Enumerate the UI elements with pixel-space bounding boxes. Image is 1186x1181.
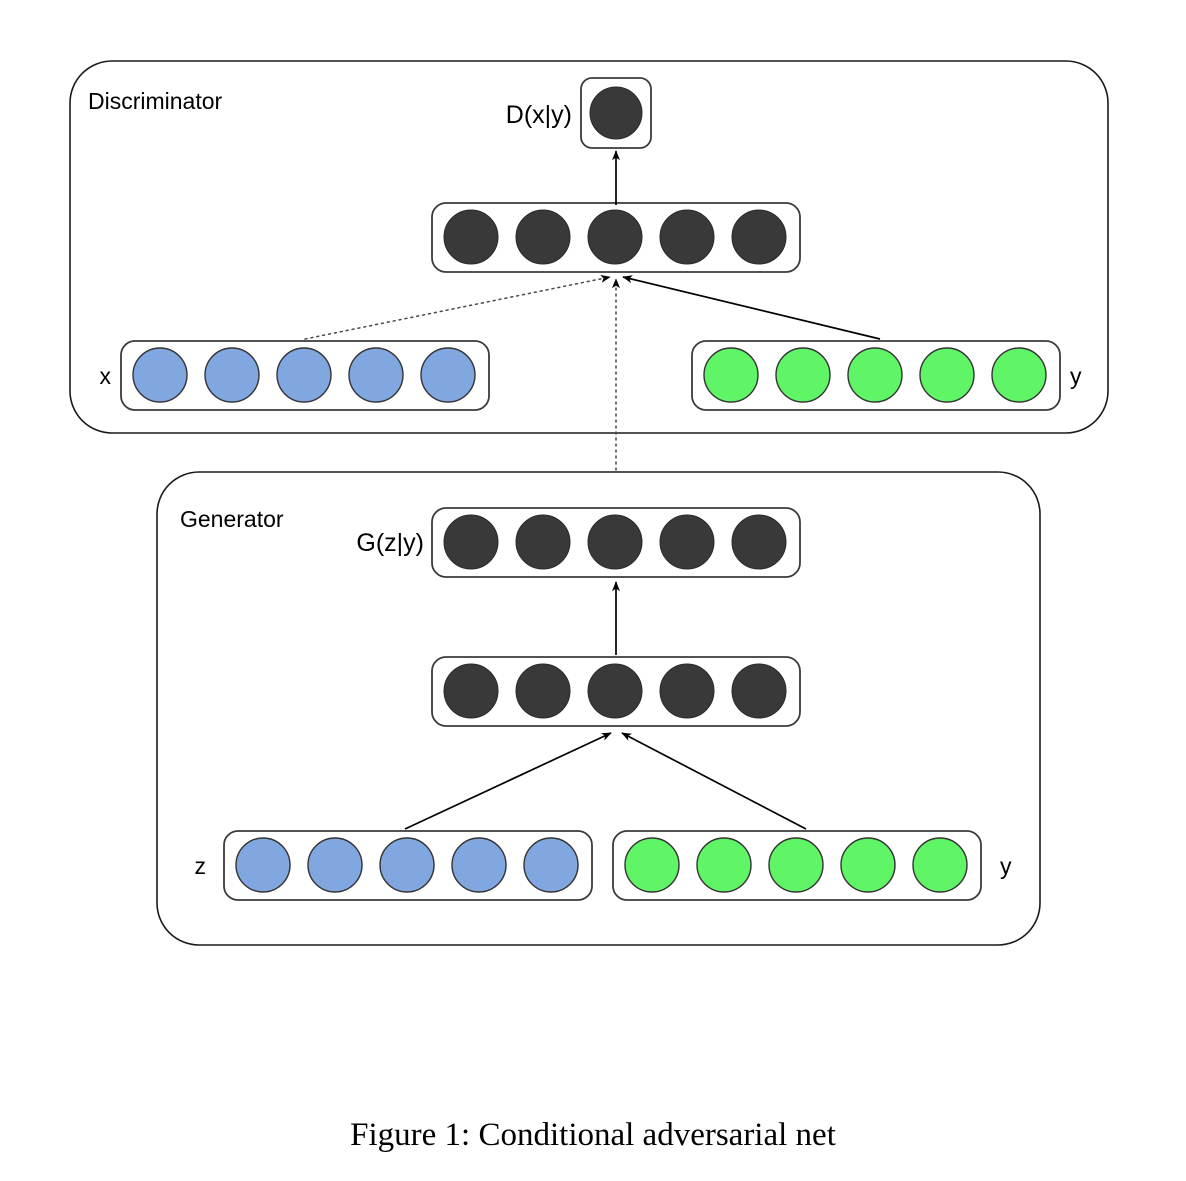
node-green [768, 837, 824, 893]
node-green [991, 347, 1047, 403]
generator-input-y-label: y [1000, 853, 1012, 879]
node-dark [731, 663, 787, 719]
discriminator-panel-label: Discriminator [88, 88, 223, 114]
node-blue [420, 347, 476, 403]
discriminator-input-x-label: x [100, 363, 112, 389]
node-green [840, 837, 896, 893]
node-blue [235, 837, 291, 893]
node-dark [659, 209, 715, 265]
node-dark [587, 514, 643, 570]
node-dark [587, 663, 643, 719]
node-blue [204, 347, 260, 403]
node-green [912, 837, 968, 893]
node-dark [515, 514, 571, 570]
edge-z-to-hidden [404, 732, 612, 830]
node-blue [276, 347, 332, 403]
generator-input-y: y [612, 830, 1012, 901]
node-blue [379, 837, 435, 893]
node-dark [659, 663, 715, 719]
generator-panel-label: Generator [180, 506, 284, 532]
node-green [703, 347, 759, 403]
generator-input-z: z [195, 830, 593, 901]
node-green [624, 837, 680, 893]
discriminator-output-group: D(x|y) [506, 77, 652, 149]
node-dark [515, 209, 571, 265]
node-green [847, 347, 903, 403]
figure-caption: Figure 1: Conditional adversarial net [350, 1117, 836, 1153]
edge-x-to-hidden [304, 274, 611, 340]
edge-y-to-hidden [621, 732, 807, 830]
node-dark [587, 209, 643, 265]
node-dark [443, 663, 499, 719]
node-blue [451, 837, 507, 893]
node-blue [307, 837, 363, 893]
discriminator-output-label: D(x|y) [506, 101, 572, 129]
node-green [696, 837, 752, 893]
generator-panel: Generator G(z|y) [156, 471, 1041, 946]
generator-input-z-label: z [195, 853, 207, 879]
discriminator-panel: Discriminator D(x|y) [69, 60, 1109, 434]
node-dark [515, 663, 571, 719]
node-green [919, 347, 975, 403]
discriminator-input-y-label: y [1070, 363, 1082, 389]
discriminator-input-x: x [100, 340, 490, 411]
node-blue [132, 347, 188, 403]
node-dark [731, 209, 787, 265]
node-dark [443, 514, 499, 570]
discriminator-hidden-layer [431, 202, 801, 273]
node-dark [731, 514, 787, 570]
discriminator-input-y: y [691, 340, 1082, 411]
node-blue [523, 837, 579, 893]
node-dark [589, 86, 643, 140]
node-dark [659, 514, 715, 570]
node-blue [348, 347, 404, 403]
node-dark [443, 209, 499, 265]
generator-output-layer: G(z|y) [356, 507, 801, 578]
node-green [775, 347, 831, 403]
generator-hidden-layer [431, 656, 801, 727]
edge-y-to-hidden [622, 275, 881, 340]
generator-output-label: G(z|y) [356, 529, 424, 557]
